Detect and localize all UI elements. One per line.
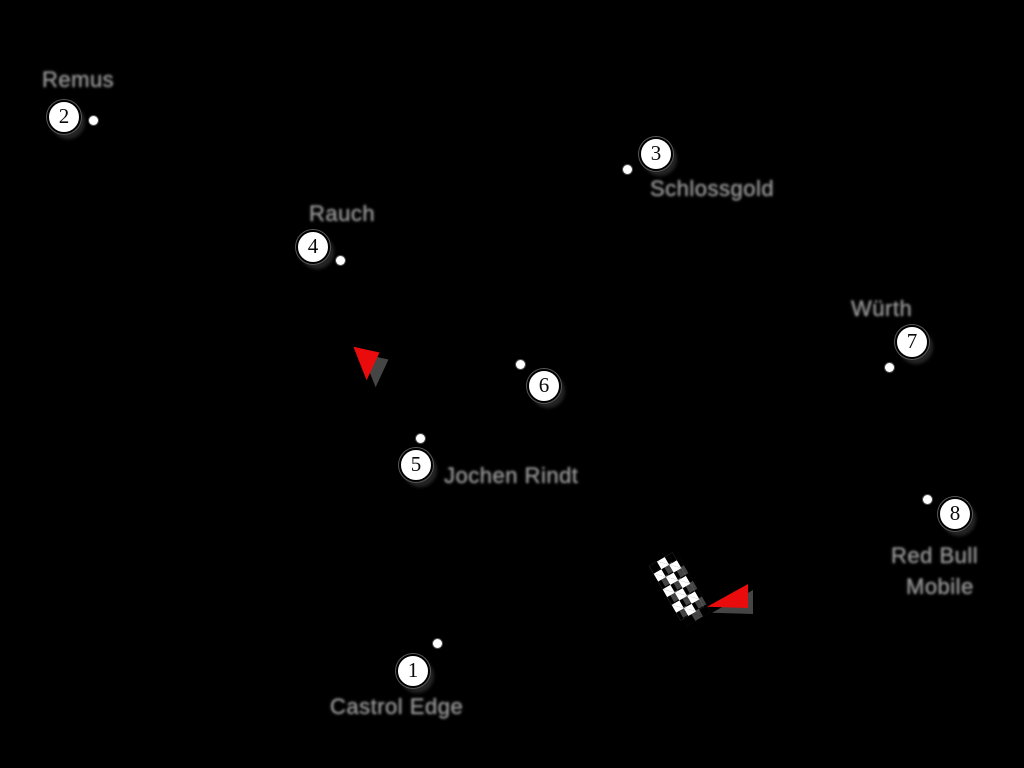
corner-number: 1 — [407, 657, 419, 682]
corner-marker-7: 7 — [895, 325, 929, 359]
corner-number: 8 — [949, 500, 961, 525]
corner-label-7: Würth — [851, 296, 913, 321]
corner-number: 7 — [906, 328, 918, 353]
corner-marker-5: 5 — [399, 448, 433, 482]
corner-number: 4 — [307, 233, 319, 258]
direction-arrow-start-icon — [707, 584, 748, 608]
corner-label-3: Schlossgold — [650, 176, 775, 201]
corner-number: 5 — [410, 451, 422, 476]
corner-dot-7 — [884, 362, 894, 372]
corner-number: 3 — [650, 140, 662, 165]
corner-marker-8: 8 — [938, 497, 972, 531]
corner-number: 6 — [538, 372, 550, 397]
corner-dot-3 — [622, 164, 632, 174]
corner-marker-1: 1 — [396, 654, 430, 688]
corner-dot-1 — [432, 638, 442, 648]
corner-label-1: Castrol Edge — [330, 694, 464, 719]
corner-marker-4: 4 — [296, 230, 330, 264]
corner-marker-3: 3 — [639, 137, 673, 171]
corner-number: 2 — [58, 103, 70, 128]
corner-dot-6 — [515, 359, 525, 369]
corner-dot-4 — [335, 255, 345, 265]
corner-label-4: Rauch — [309, 201, 376, 226]
corner-label-5: Jochen Rindt — [444, 463, 579, 488]
corner-label-8-line2: Mobile — [906, 574, 974, 599]
corner-dot-8 — [922, 494, 932, 504]
corner-marker-2: 2 — [47, 100, 81, 134]
corner-label-8-line1: Red Bull — [891, 543, 979, 568]
corner-marker-6: 6 — [527, 369, 561, 403]
corner-label-2: Remus — [42, 67, 115, 92]
corner-dot-2 — [88, 115, 98, 125]
corner-dot-5 — [415, 433, 425, 443]
